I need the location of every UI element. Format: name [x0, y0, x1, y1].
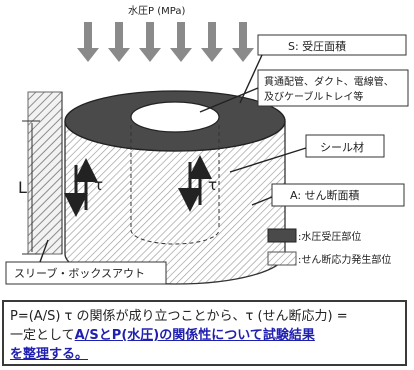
callout-penetration-line2: 及びケーブルトレイ等 — [264, 90, 363, 103]
callout-pressure-area-text: S: 受圧面積 — [288, 39, 346, 53]
note-line-2-plain: 一定として — [10, 328, 75, 343]
callout-seal-material — [305, 134, 385, 158]
note-line-3-emphasis: を整理する。 — [10, 347, 89, 362]
callout-pressure-area — [257, 34, 407, 56]
note-line-1: P=(A/S) τ の関係が成り立つことから、τ (せん断応力) = — [10, 309, 348, 324]
penetration-opening — [130, 101, 220, 133]
callout-seal-material-text: シール材 — [320, 140, 364, 154]
note-line-2: 一定としてA/SとP(水圧)の関係性について試験結果 — [10, 326, 399, 345]
shear-arrows-right — [178, 155, 212, 212]
conclusion-note: P=(A/S) τ の関係が成り立つことから、τ (せん断応力) = 一定として… — [2, 300, 407, 366]
callout-sleeve — [5, 261, 167, 285]
legend-swatch-shear — [267, 251, 297, 266]
note-line-2-emphasis: A/SとP(水圧)の関係性について試験結果 — [74, 328, 315, 343]
pressure-arrows — [77, 22, 254, 62]
shear-arrows-left — [64, 158, 98, 217]
tau-right-label: τ — [208, 176, 217, 194]
sleeve-box-out — [27, 91, 63, 255]
legend-swatch-pressure — [267, 228, 297, 243]
pressure-label: 水圧P (MPa) — [128, 5, 185, 17]
legend-shear-text: :せん断応力発生部位 — [298, 253, 391, 266]
legend-pressure-text: :水圧受圧部位 — [298, 230, 361, 243]
dimension-L-label: L — [18, 178, 27, 197]
callout-shear-area-text: A: せん断面積 — [290, 188, 360, 202]
callout-shear-area — [271, 183, 405, 207]
tau-left-label: τ — [94, 176, 103, 194]
callout-sleeve-text: スリーブ・ボックスアウト — [14, 266, 145, 280]
callout-penetration-line1: 貫通配管、ダクト、電線管、 — [264, 75, 394, 88]
diagram-svg: 水圧P (MPa) L τ τ S: 受圧面積 貫通配管、ダクト、電 — [5, 5, 409, 285]
note-line-3: を整理する。 — [10, 345, 399, 364]
